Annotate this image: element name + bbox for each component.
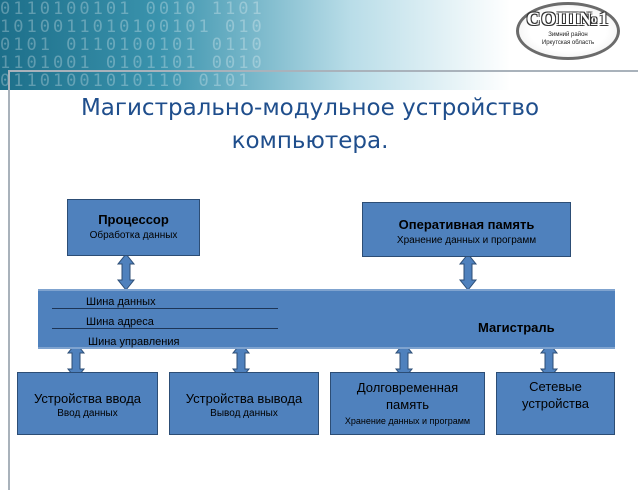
storage-desc: Хранение данных и программ [344,416,471,426]
processor-desc: Обработка данных [89,230,178,241]
ram-box: Оперативная память Хранение данных и про… [362,202,571,257]
arrow-ram-bus [459,253,477,291]
processor-box: Процессор Обработка данных [67,199,200,256]
ram-desc: Хранение данных и программ [396,235,537,246]
logo-text: СОШ№1 [526,9,610,30]
network-name-line-2: устройства [522,396,589,411]
logo-subtitle-1: Зимний район [548,32,588,38]
bus-bar [38,289,615,349]
network-box: Сетевые устройства [496,372,615,435]
output-devices-box: Устройства вывода Вывод данных [169,372,319,435]
storage-name-line-2: память [386,397,429,412]
data-bus-line: Шина данных [52,296,278,309]
storage-name-line-1: Долговременная [356,380,459,395]
input-devices-name: Устройства ввода [33,391,142,406]
control-bus-line: Шина управления [88,336,180,348]
slide-title: Магистрально-модульное устройство компью… [50,92,570,158]
logo-subtitle-2: Иркутская область [541,40,595,46]
slide-frame [8,70,638,490]
title-line-1: Магистрально-модульное устройство [80,95,540,121]
bus-label: Магистраль [478,320,555,335]
address-bus-line: Шина адреса [52,316,278,329]
arrow-processor-bus [117,253,135,291]
processor-name: Процессор [98,212,169,227]
network-name-line-1: Сетевые [529,379,582,394]
title-line-2: компьютера. [231,128,389,154]
storage-box: Долговременная память Хранение данных и … [330,372,485,435]
output-devices-desc: Вывод данных [210,408,278,419]
school-logo: СОШ№1 Зимний район Иркутская область [516,2,620,60]
ram-name: Оперативная память [398,217,535,232]
binary-background: 0110100101 0010 1101 1010011010100101 01… [0,0,265,90]
input-devices-desc: Ввод данных [57,408,118,419]
input-devices-box: Устройства ввода Ввод данных [17,372,158,435]
output-devices-name: Устройства вывода [185,391,303,406]
